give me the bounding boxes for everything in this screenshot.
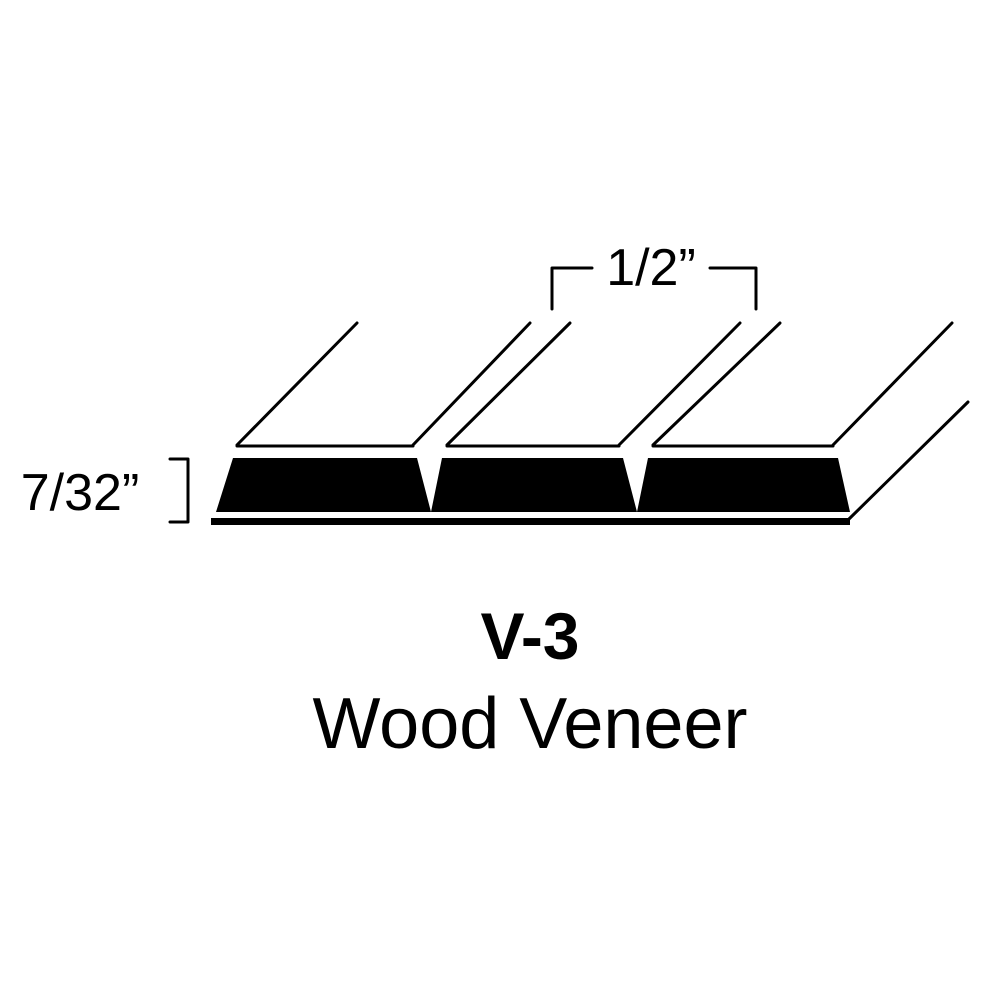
board-profile-body [216, 458, 850, 512]
surface-line-groove1-left [411, 321, 532, 447]
product-name: Wood Veneer [312, 684, 748, 764]
thickness-dimension-bracket [168, 457, 190, 524]
width-dimension-label: 1/2” [606, 239, 696, 297]
surface-line-groove1-right [445, 321, 572, 447]
model-number: V-3 [480, 599, 580, 673]
surface-line-groove2-right [651, 321, 782, 447]
thickness-dimension-label: 7/32” [21, 464, 140, 522]
surface-line-left-edge [235, 321, 359, 447]
surface-line-groove2-left [617, 321, 742, 447]
width-dimension-bracket-right [708, 266, 758, 311]
width-dimension-bracket-left [550, 266, 594, 311]
surface-line-bottom-edge [847, 400, 970, 521]
surface-line-right-edge [831, 321, 954, 447]
board-backing-strip [211, 518, 850, 525]
